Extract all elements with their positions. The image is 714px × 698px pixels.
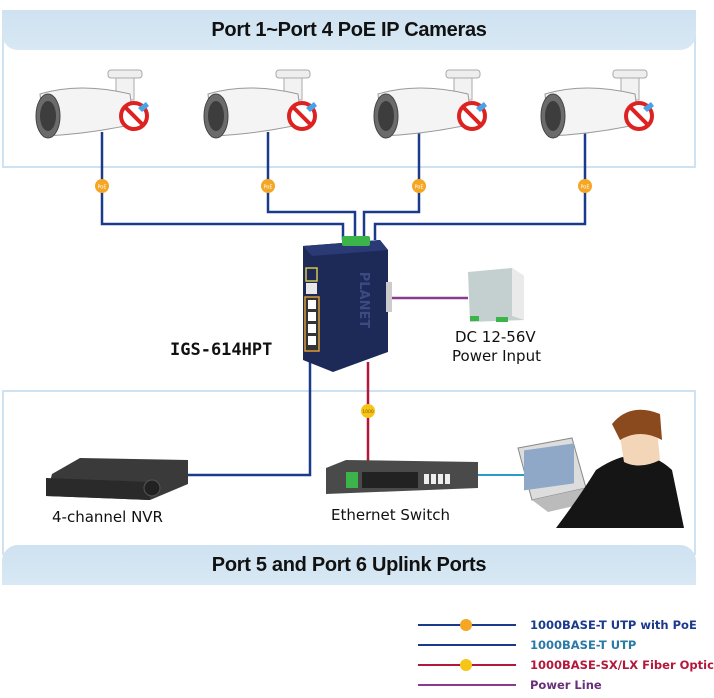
legend-badge-poe [460,619,472,631]
utp-wire-nvr [188,362,312,477]
legend-badge-fiber [460,659,472,671]
legend-label-utp: 1000BASE-T UTP [530,638,637,652]
operator-with-laptop [517,409,684,528]
power-input-line2: Power Input [452,347,541,365]
poe-wire-4 [373,132,587,240]
sfp-port [305,267,318,282]
uplink-banner-title: Port 5 and Port 6 Uplink Ports [211,553,487,576]
ip-camera-3 [372,68,489,140]
din-clip [386,282,392,312]
poe-badge-2: PoE [261,179,275,193]
legend-lines [418,619,516,686]
cameras-banner-title: Port 1~Port 4 PoE IP Cameras [211,18,487,41]
cameras-panel [2,10,696,168]
nvr-device [46,458,188,500]
legend-label-fiber: 1000BASE-SX/LX Fiber Optic [530,658,714,672]
ethernet-switch-device [326,460,478,494]
cameras-banner: Port 1~Port 4 PoE IP Cameras [2,10,696,50]
ip-camera-1 [34,68,151,140]
ethernet-switch-label: Ethernet Switch [331,506,450,524]
legend-label-utp-poe: 1000BASE-T UTP with PoE [530,618,697,632]
poe-wires [100,132,587,477]
poe-badges: PoE PoE PoE PoE [95,179,592,193]
nvr-label: 4-channel NVR [52,508,163,526]
igs-switch: PLANET [303,236,392,372]
uplink-panel [2,390,696,555]
switch-model-label: IGS-614HPT [170,340,273,360]
ip-camera-2 [202,68,319,140]
power-input-line1: DC 12-56V [455,328,536,346]
poe-badge-4: PoE [578,179,592,193]
poe-badge-1: PoE [95,179,109,193]
power-supply [468,268,524,322]
svg-text:1000: 1000 [362,409,374,415]
network-diagram: PoE PoE PoE PoE 1000 PLANET [34,68,684,686]
legend-label-power: Power Line [530,678,602,692]
svg-text:PoE: PoE [414,185,423,191]
poe-wire-2 [266,132,357,240]
svg-text:PoE: PoE [580,185,589,191]
svg-text:PoE: PoE [263,185,272,191]
planet-logo: PLANET [356,272,371,329]
uplink-rj45-port [306,283,317,294]
uplink-banner: Port 5 and Port 6 Uplink Ports [2,545,696,585]
power-terminal [342,236,370,246]
poe-wire-3 [362,132,421,240]
fiber-badge: 1000 [361,404,375,418]
ip-camera-4 [539,68,656,140]
poe-badge-3: PoE [412,179,426,193]
poe-wire-1 [100,132,345,240]
svg-text:PoE: PoE [97,185,106,191]
